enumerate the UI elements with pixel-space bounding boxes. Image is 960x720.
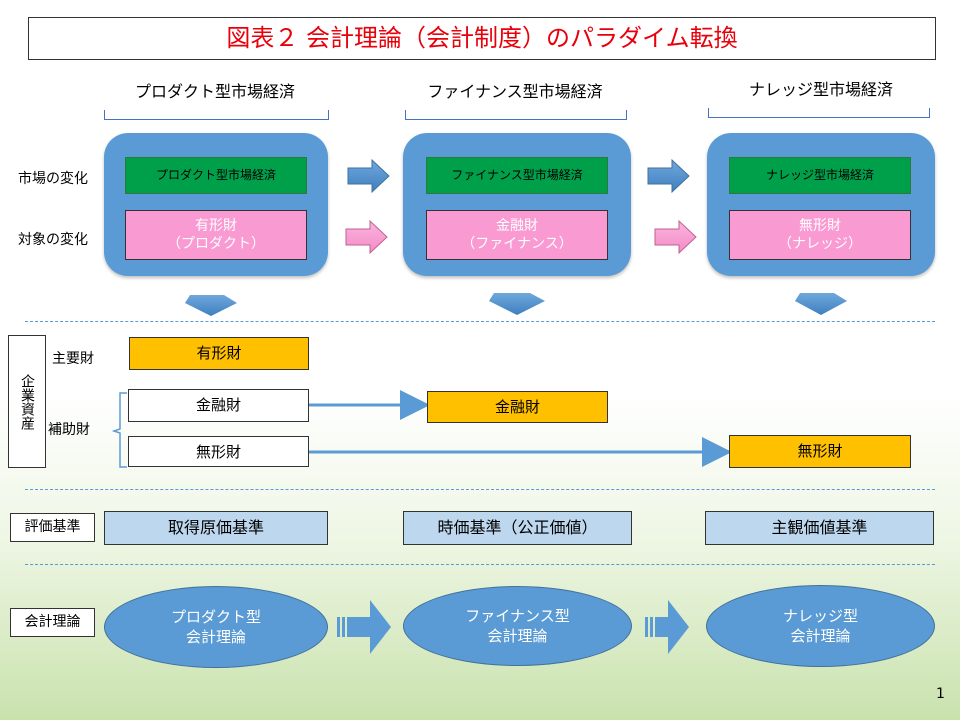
main-asset-label: 主要財 bbox=[52, 351, 94, 367]
object-name-product: 有形財 bbox=[195, 218, 237, 234]
evaluation-product: 取得原価基準 bbox=[104, 511, 328, 545]
evaluation-finance: 時価基準（公正価値） bbox=[403, 511, 632, 545]
separator-1 bbox=[25, 321, 935, 322]
column-heading-product: プロダクト型市場経済 bbox=[134, 82, 295, 101]
theory-knowledge: ナレッジ型 会計理論 bbox=[706, 585, 935, 667]
object-box-knowledge: 無形財 （ナレッジ） bbox=[729, 210, 911, 260]
evaluation-knowledge: 主観価値基準 bbox=[705, 511, 934, 545]
object-arrow-1 bbox=[345, 219, 388, 255]
theory-product: プロダクト型 会計理論 bbox=[104, 586, 328, 668]
column-bracket-knowledge bbox=[708, 108, 930, 118]
object-sub-finance: （ファイナンス） bbox=[461, 236, 573, 252]
corporate-assets-text: 企業資産 bbox=[19, 373, 35, 430]
theory-finance: ファイナンス型 会計理論 bbox=[403, 586, 632, 666]
main-asset-tangible: 有形財 bbox=[129, 337, 309, 370]
supplementary-brace bbox=[111, 392, 127, 468]
theory-arrow-2 bbox=[645, 600, 689, 654]
down-arrow-2 bbox=[489, 293, 545, 315]
object-sub-product: （プロダクト） bbox=[167, 236, 265, 252]
column-heading-knowledge: ナレッジ型市場経済 bbox=[748, 80, 893, 99]
market-arrow-2 bbox=[647, 158, 690, 194]
supp-asset-intangible: 無形財 bbox=[128, 436, 309, 467]
market-bar-finance: ファイナンス型市場経済 bbox=[426, 157, 608, 194]
object-sub-knowledge: （ナレッジ） bbox=[778, 236, 862, 252]
object-name-knowledge: 無形財 bbox=[799, 218, 841, 234]
object-name-finance: 金融財 bbox=[496, 218, 538, 234]
supplementary-asset-label: 補助財 bbox=[48, 422, 90, 438]
page-title: 図表２ 会計理論（会計制度）のパラダイム転換 bbox=[28, 17, 936, 60]
supp-asset-financial: 金融財 bbox=[128, 389, 309, 422]
theory-product-line1: プロダクト型 bbox=[170, 608, 261, 626]
row-label-object-change: 対象の変化 bbox=[18, 232, 88, 248]
object-arrow-2 bbox=[654, 219, 697, 255]
column-heading-finance: ファイナンス型市場経済 bbox=[427, 82, 603, 101]
separator-3 bbox=[25, 564, 935, 565]
evaluation-label: 評価基準 bbox=[10, 513, 95, 542]
row-label-market-change: 市場の変化 bbox=[18, 171, 88, 187]
target-asset-financial: 金融財 bbox=[427, 391, 608, 423]
column-bracket-product bbox=[104, 110, 329, 120]
market-bar-product: プロダクト型市場経済 bbox=[125, 157, 307, 194]
object-box-product: 有形財 （プロダクト） bbox=[125, 210, 307, 260]
theory-product-line2: 会計理論 bbox=[185, 628, 246, 646]
theory-knowledge-line2: 会計理論 bbox=[790, 627, 851, 645]
theory-arrow-1 bbox=[337, 600, 391, 654]
corporate-assets-label: 企業資産 bbox=[8, 335, 46, 468]
theory-finance-line1: ファイナンス型 bbox=[465, 607, 570, 625]
target-asset-intangible: 無形財 bbox=[729, 435, 911, 468]
page-number: 1 bbox=[936, 686, 945, 702]
theory-label: 会計理論 bbox=[10, 608, 95, 637]
market-arrow-1 bbox=[347, 158, 390, 194]
theory-finance-line2: 会計理論 bbox=[487, 627, 548, 645]
object-box-finance: 金融財 （ファイナンス） bbox=[426, 210, 608, 260]
separator-2 bbox=[25, 489, 935, 490]
down-arrow-3 bbox=[795, 293, 847, 315]
market-bar-knowledge: ナレッジ型市場経済 bbox=[729, 157, 911, 194]
theory-knowledge-line1: ナレッジ型 bbox=[782, 607, 858, 625]
down-arrow-1 bbox=[185, 295, 237, 316]
column-bracket-finance bbox=[405, 110, 627, 120]
